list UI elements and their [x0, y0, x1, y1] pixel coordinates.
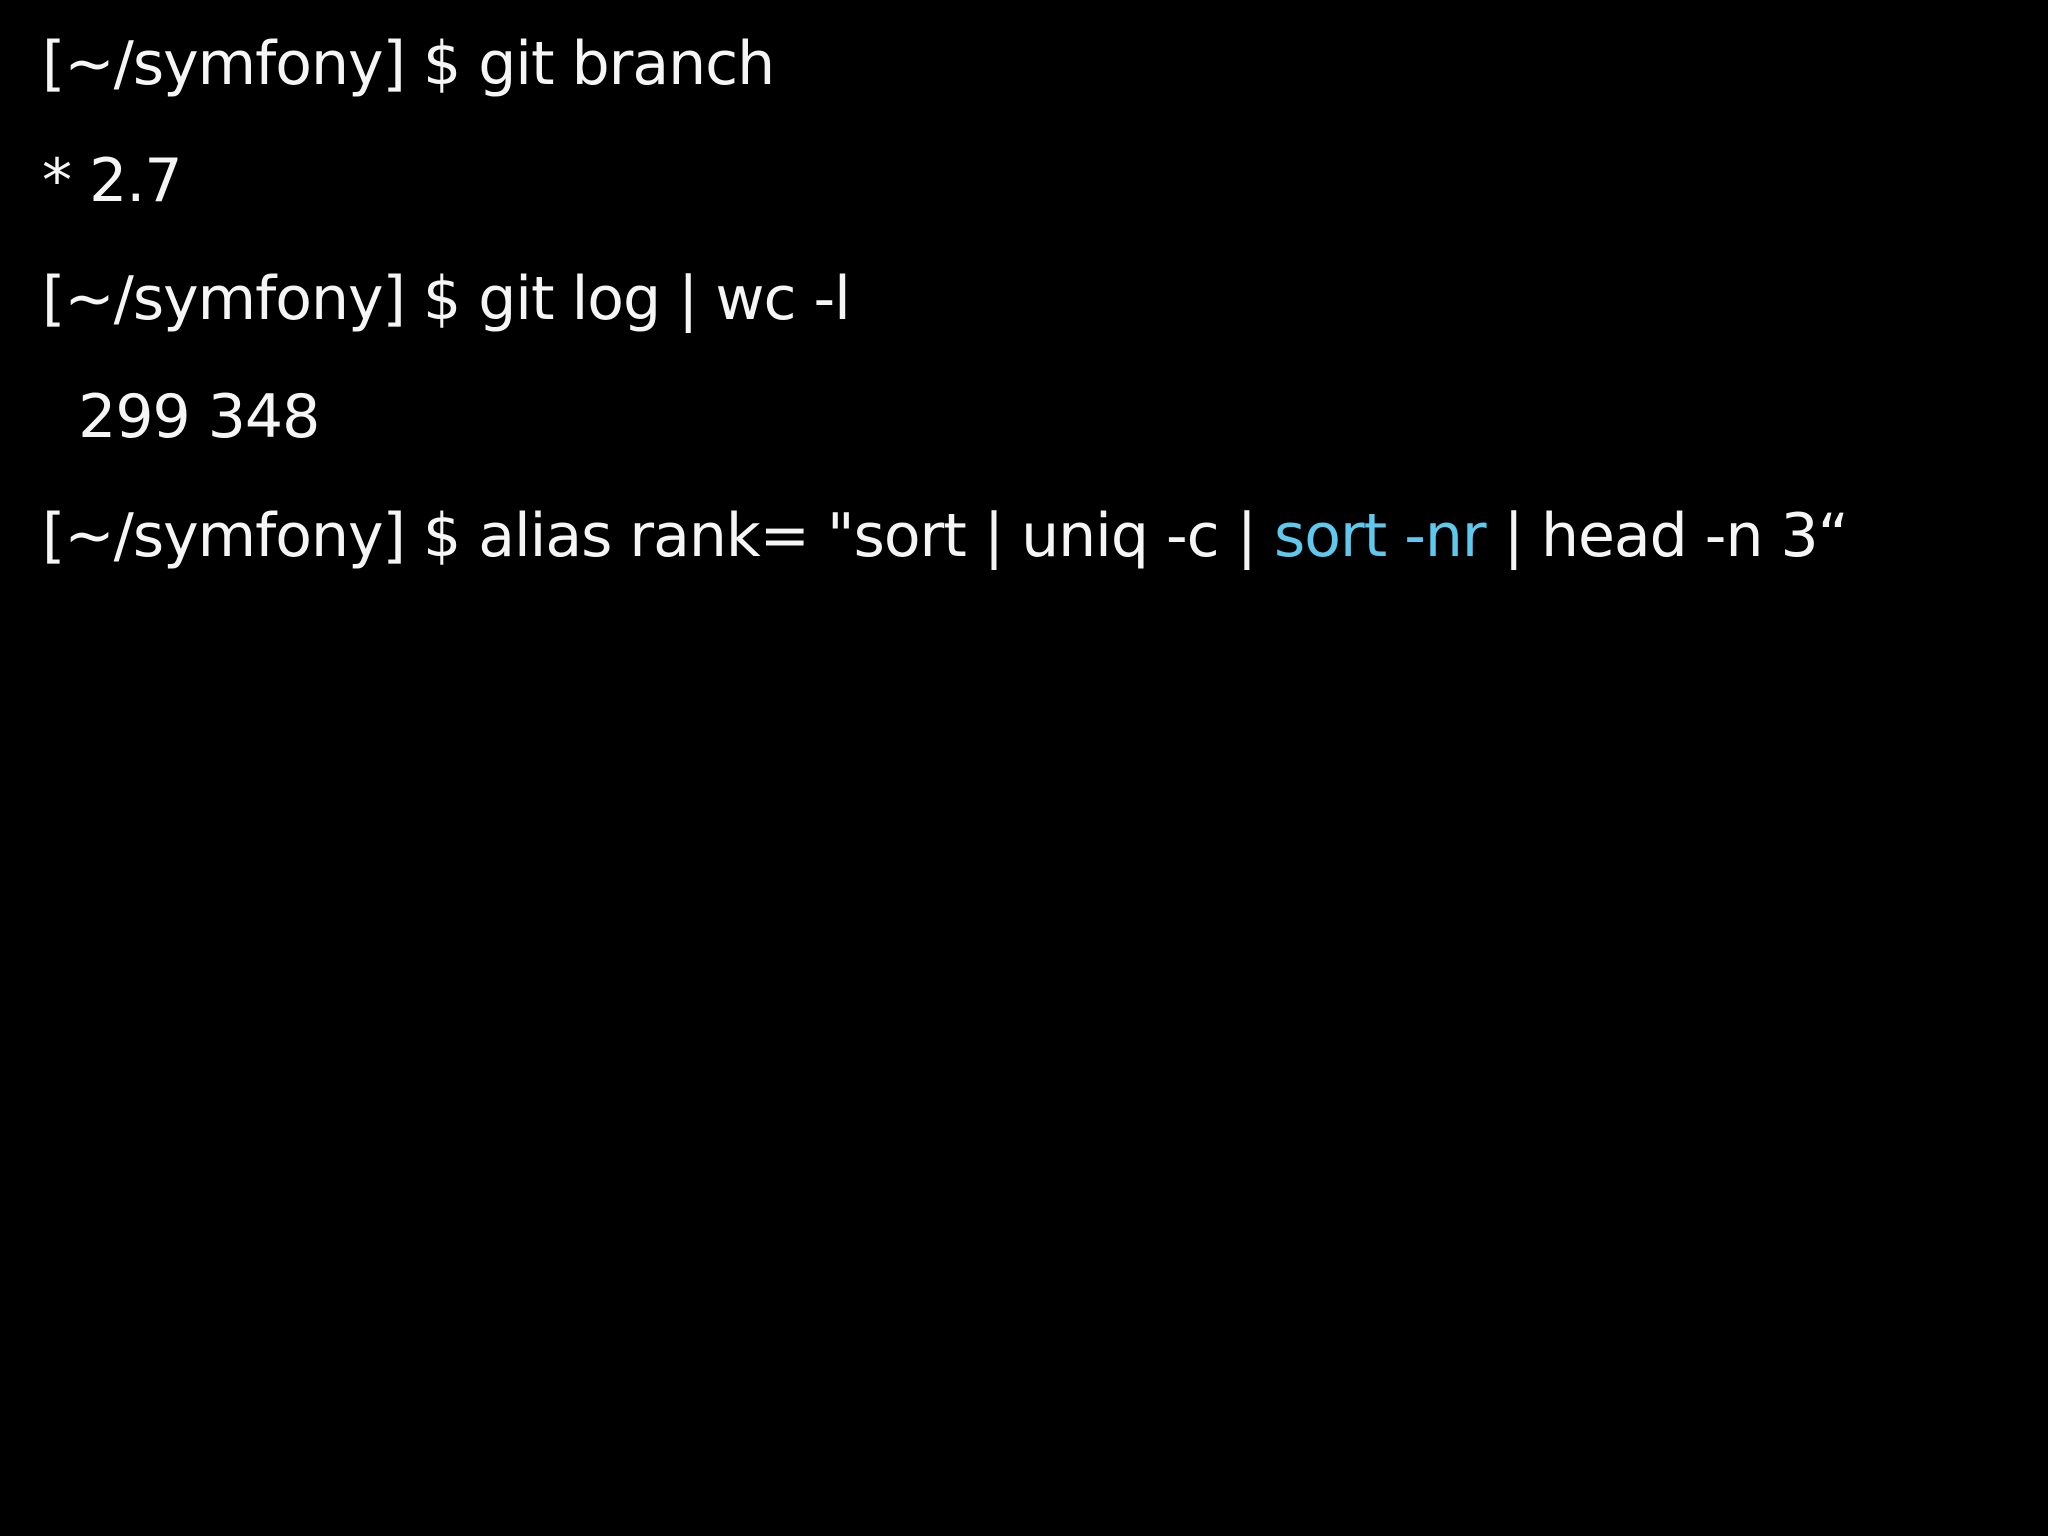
highlighted-command-text: sort -nr: [1273, 501, 1487, 571]
shell-prompt: [~/symfony] $: [42, 29, 479, 99]
shell-prompt: [~/symfony] $: [42, 501, 479, 571]
terminal-line-alias: [~/symfony] $ alias rank= "sort | uniq -…: [42, 486, 1849, 586]
command-text: alias rank= "sort | uniq -c |: [478, 501, 1274, 571]
terminal-output-branch: * 2.7: [42, 131, 182, 231]
output-text: * 2.7: [42, 146, 182, 216]
output-text: 299 348: [42, 382, 320, 452]
shell-prompt: [~/symfony] $: [42, 264, 479, 334]
terminal-output-line-count: 299 348: [42, 367, 320, 467]
terminal-line-git-log: [~/symfony] $ git log | wc -l: [42, 249, 851, 349]
command-text: | head -n 3“: [1485, 501, 1849, 571]
command-text: git branch: [478, 29, 775, 99]
command-text: git log | wc -l: [478, 264, 851, 334]
terminal-line-git-branch: [~/symfony] $ git branch: [42, 14, 775, 114]
